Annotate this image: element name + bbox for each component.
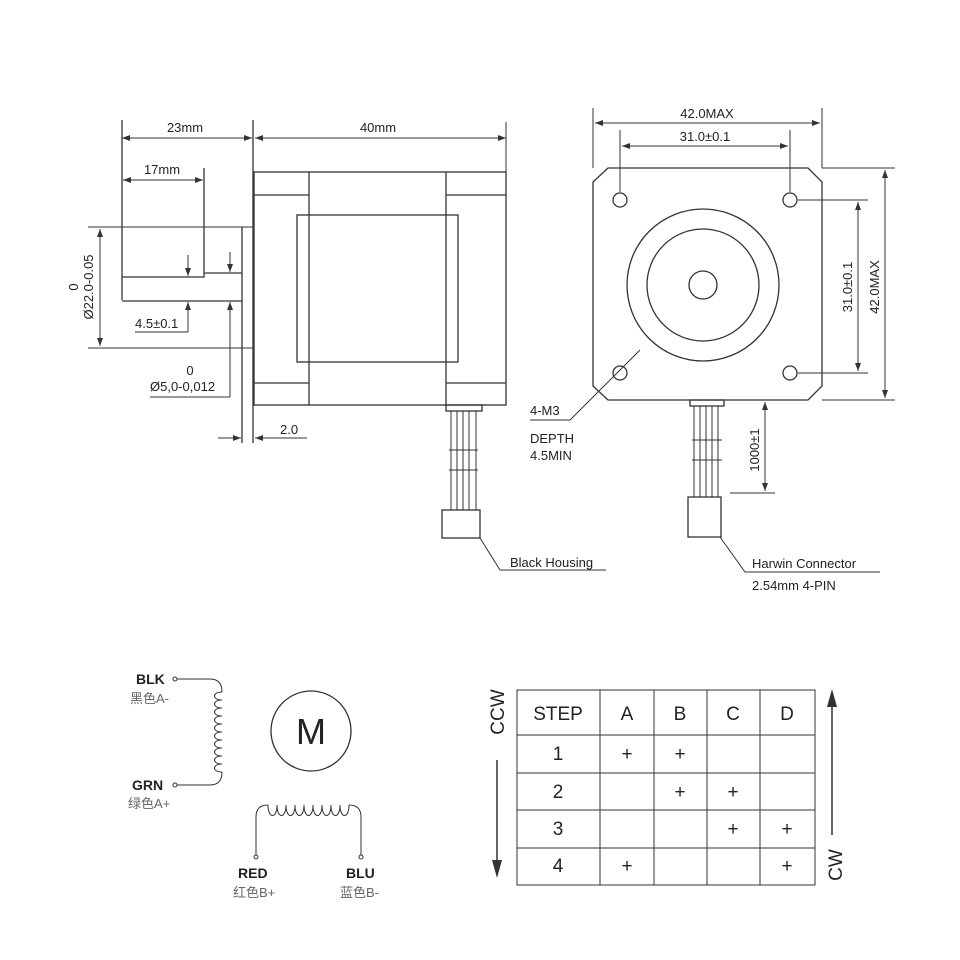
dim-boss-diameter: Ø22.0-0.05 bbox=[81, 254, 96, 319]
coil-b-leads bbox=[255, 804, 362, 855]
front-leads bbox=[692, 406, 722, 497]
coil-a bbox=[214, 691, 223, 773]
dim-flat-length: 17mm bbox=[144, 162, 180, 177]
table-header: C bbox=[726, 704, 740, 725]
dim-shaft-tol: 0 bbox=[186, 363, 193, 378]
step-number: 1 bbox=[553, 744, 564, 765]
body-segments bbox=[254, 172, 506, 405]
table-cell: + bbox=[727, 782, 738, 803]
table-header: B bbox=[674, 704, 687, 725]
side-view: 23mm 40mm 17mm 0 Ø22.0-0.05 4.5±0.1 0 Ø5… bbox=[66, 120, 606, 571]
black-housing-connector bbox=[441, 509, 481, 539]
dim-boss-tol: 0 bbox=[66, 283, 81, 290]
wire-desc-blk: 黑色A- bbox=[130, 691, 169, 706]
housing-label: Black Housing bbox=[510, 555, 593, 570]
coil-a-leads bbox=[177, 678, 223, 786]
dim-hole-spacing-h: 31.0±0.1 bbox=[680, 129, 731, 144]
motor-leads bbox=[449, 411, 478, 510]
wire-desc-blu: 蓝色B- bbox=[340, 885, 379, 900]
hole-label: 4-M3 bbox=[530, 403, 560, 418]
table-header: D bbox=[780, 704, 794, 725]
dim-flange-to-tip: 23mm bbox=[167, 120, 203, 135]
shaft-outline bbox=[121, 120, 242, 302]
connector-label: Harwin Connector bbox=[752, 556, 857, 571]
wire-color-red: RED bbox=[238, 865, 268, 881]
mount-hole bbox=[782, 365, 798, 381]
boss-inner bbox=[646, 228, 760, 342]
wiring-diagram: M BLK 黑色A- GRN 绿色A+ RED 红色B+ BLU 蓝色B- bbox=[128, 671, 379, 900]
table-cell: + bbox=[727, 819, 738, 840]
cw-label: CW bbox=[826, 849, 847, 881]
table-cell: + bbox=[781, 856, 792, 877]
boss-outer bbox=[626, 208, 780, 362]
dim-width: 42.0MAX bbox=[680, 106, 734, 121]
connector-spec: 2.54mm 4-PIN bbox=[752, 578, 836, 593]
table-grid bbox=[516, 689, 816, 886]
table-cell: + bbox=[621, 744, 632, 765]
table-cell: + bbox=[674, 782, 685, 803]
step-sequence-table: CCW CW STEP A B C D 1 + +2 + +3 + +4 + + bbox=[488, 689, 847, 886]
motor-body-outline bbox=[253, 171, 507, 406]
front-face-outline bbox=[592, 167, 823, 401]
lead-length: 1000±1 bbox=[747, 428, 762, 471]
depth-label: DEPTH bbox=[530, 431, 574, 446]
mount-hole bbox=[612, 365, 628, 381]
mount-hole bbox=[612, 192, 628, 208]
housing-leader bbox=[479, 537, 606, 571]
dim-hole-spacing-v: 31.0±0.1 bbox=[840, 262, 855, 313]
shaft-end bbox=[688, 270, 718, 300]
dim-boss-height: 2.0 bbox=[280, 422, 298, 437]
wire-color-blk: BLK bbox=[136, 671, 165, 687]
step-number: 3 bbox=[553, 819, 564, 840]
mount-hole bbox=[782, 192, 798, 208]
body-center-plate bbox=[296, 214, 459, 363]
front-view: 42.0MAX 31.0±0.1 31.0±0.1 42.0MAX 4-M3 D… bbox=[530, 106, 895, 593]
connector-leader bbox=[719, 536, 880, 573]
table-header: A bbox=[621, 704, 634, 725]
hole-leader bbox=[530, 349, 641, 421]
table-cell: + bbox=[781, 819, 792, 840]
coil-b bbox=[267, 804, 350, 816]
table-cell: + bbox=[621, 856, 632, 877]
dim-body-length: 40mm bbox=[360, 120, 396, 135]
step-number: 4 bbox=[553, 856, 564, 877]
flange-lines bbox=[241, 120, 254, 443]
wire-color-blu: BLU bbox=[346, 865, 375, 881]
dim-flat-depth: 4.5±0.1 bbox=[135, 316, 178, 331]
dim-shaft-diameter: Ø5,0-0,012 bbox=[150, 379, 215, 394]
motor-symbol-circle bbox=[270, 690, 352, 772]
motor-symbol: M bbox=[296, 711, 326, 752]
depth-value: 4.5MIN bbox=[530, 448, 572, 463]
ccw-label: CCW bbox=[488, 689, 509, 734]
wire-desc-red: 红色B+ bbox=[233, 885, 275, 900]
wire-desc-grn: 绿色A+ bbox=[128, 796, 170, 811]
boss-extension-lines bbox=[88, 226, 253, 349]
table-cell: + bbox=[674, 744, 685, 765]
table-header: STEP bbox=[533, 704, 583, 725]
step-number: 2 bbox=[553, 782, 564, 803]
wire-color-grn: GRN bbox=[132, 777, 163, 793]
harwin-connector bbox=[687, 496, 722, 538]
dim-height: 42.0MAX bbox=[867, 260, 882, 314]
